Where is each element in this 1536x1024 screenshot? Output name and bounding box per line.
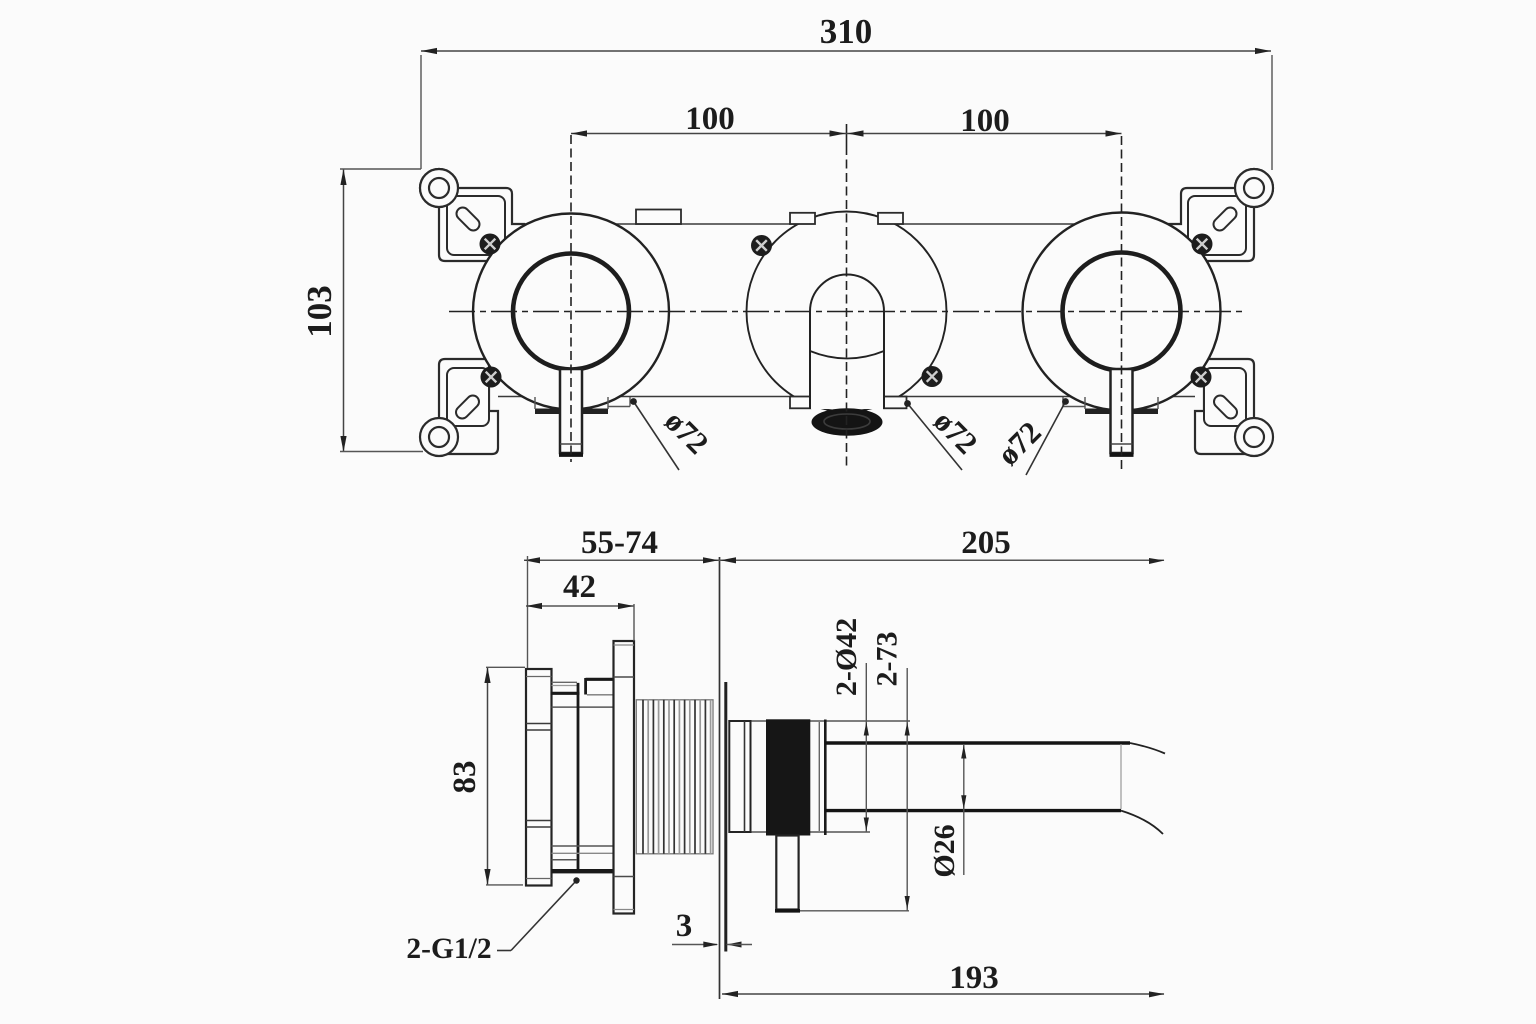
svg-text:Ø26: Ø26 bbox=[928, 824, 961, 877]
svg-text:193: 193 bbox=[949, 960, 999, 996]
svg-text:205: 205 bbox=[961, 525, 1011, 561]
svg-text:100: 100 bbox=[685, 101, 735, 137]
svg-text:2-G1/2: 2-G1/2 bbox=[406, 933, 491, 965]
svg-text:310: 310 bbox=[820, 12, 873, 51]
svg-text:3: 3 bbox=[676, 908, 693, 944]
svg-text:83: 83 bbox=[447, 761, 483, 794]
svg-text:42: 42 bbox=[563, 569, 596, 605]
svg-text:55-74: 55-74 bbox=[581, 525, 658, 561]
svg-text:2-Ø42: 2-Ø42 bbox=[830, 618, 863, 696]
svg-text:2-73: 2-73 bbox=[871, 632, 904, 687]
svg-text:100: 100 bbox=[960, 103, 1010, 139]
svg-text:103: 103 bbox=[300, 285, 339, 338]
